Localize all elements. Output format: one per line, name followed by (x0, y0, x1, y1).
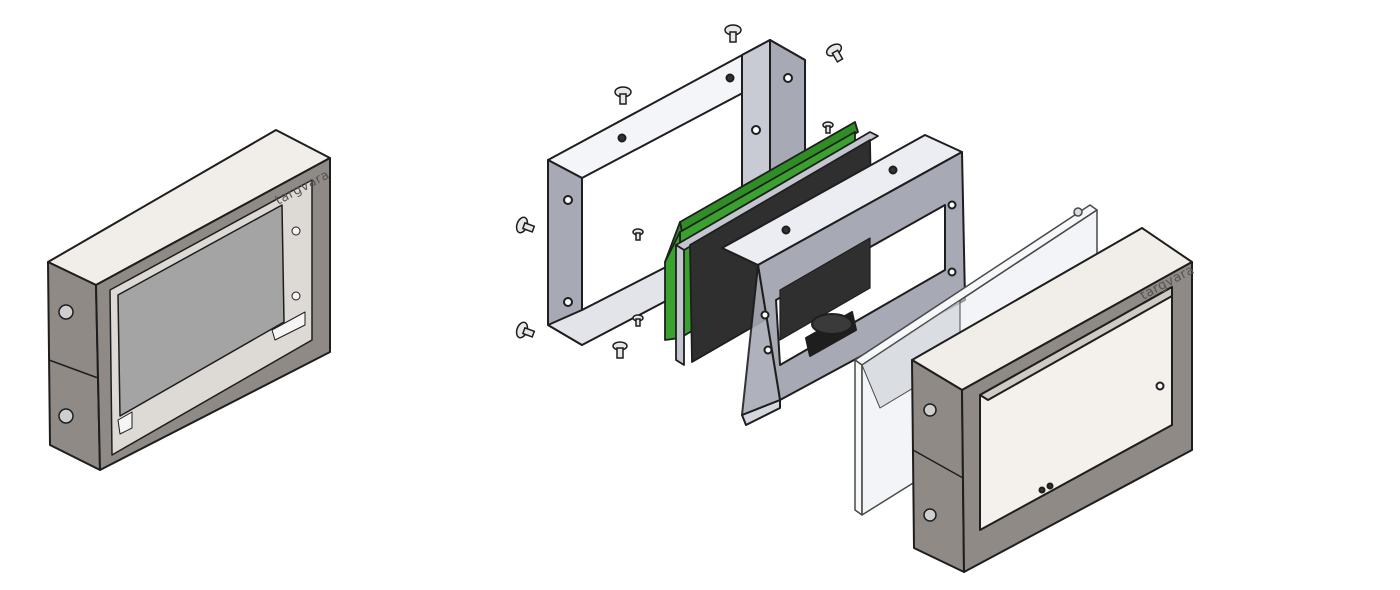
display-bracket (721, 134, 966, 426)
screw-icon (614, 86, 632, 105)
screw-icon (825, 43, 844, 63)
front-bezel (911, 227, 1193, 573)
standoff-icon (632, 314, 644, 327)
screw-icon (923, 403, 937, 417)
screw-icon (612, 341, 628, 359)
screw-icon (724, 24, 742, 43)
screw-icon (58, 304, 74, 320)
assembled-unit (47, 129, 331, 471)
standoff-icon (1073, 207, 1083, 217)
screw-icon (515, 216, 536, 234)
buzzer-component (805, 311, 857, 357)
screen-area (117, 204, 285, 417)
screw-icon (923, 508, 937, 522)
screw-icon (515, 321, 536, 339)
standoff-icon (822, 121, 834, 134)
screw-icon (58, 408, 74, 424)
standoff-icon (632, 228, 644, 241)
